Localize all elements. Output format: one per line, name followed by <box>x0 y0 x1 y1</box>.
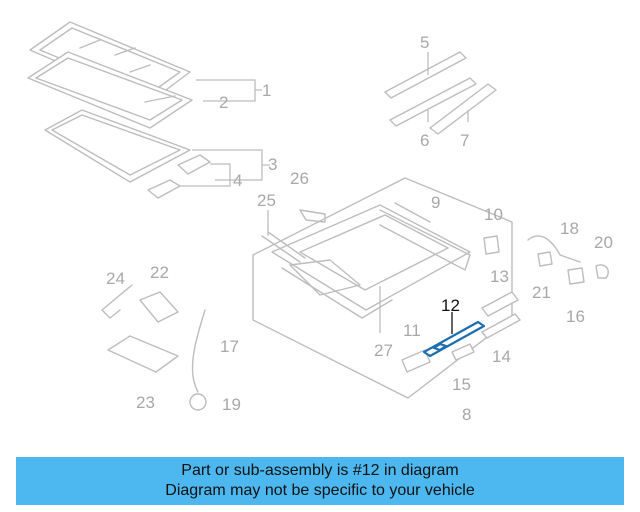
callout-27: 27 <box>374 341 393 360</box>
callout-5: 5 <box>420 33 429 52</box>
callout-17: 17 <box>220 337 239 356</box>
callout-7: 7 <box>460 131 469 150</box>
callout-14: 14 <box>492 347 511 366</box>
callout-16: 16 <box>566 307 585 326</box>
callout-4: 4 <box>233 171 242 190</box>
callout-21: 21 <box>532 283 551 302</box>
callout-20: 20 <box>594 233 613 252</box>
callout-12: 12 <box>441 296 460 315</box>
callout-18: 18 <box>560 219 579 238</box>
part-12-highlighted <box>422 312 486 358</box>
banner-line-1: Part or sub-assembly is #12 in diagram <box>181 462 459 479</box>
callout-labels: 1 2 3 4 5 6 7 8 9 10 11 12 13 14 15 16 1… <box>106 33 613 424</box>
callout-23: 23 <box>136 393 155 412</box>
callout-2: 2 <box>219 93 228 112</box>
callout-15: 15 <box>452 375 471 394</box>
callout-22: 22 <box>150 263 169 282</box>
callout-6: 6 <box>420 131 429 150</box>
info-banner: Part or sub-assembly is #12 in diagram D… <box>16 457 624 505</box>
callout-24: 24 <box>106 269 125 288</box>
callout-19: 19 <box>222 395 241 414</box>
callout-11: 11 <box>403 321 421 340</box>
side-rails <box>384 51 497 135</box>
left-parts <box>101 209 381 411</box>
weatherstrip <box>44 109 191 183</box>
callout-8: 8 <box>462 405 471 424</box>
callout-1: 1 <box>262 81 271 100</box>
sunroof-housing <box>252 177 513 399</box>
callout-13: 13 <box>490 267 509 286</box>
small-parts-right <box>401 235 609 373</box>
callout-26: 26 <box>290 169 309 188</box>
callout-25: 25 <box>257 191 276 210</box>
callout-10: 10 <box>484 205 503 224</box>
parts-diagram: 1 2 3 4 5 6 7 8 9 10 11 12 13 14 15 16 1… <box>27 21 613 424</box>
callout-3: 3 <box>268 155 277 174</box>
glass-frame <box>27 51 193 129</box>
callout-9: 9 <box>431 193 440 212</box>
leaders-1-4 <box>180 79 270 187</box>
banner-line-2: Diagram may not be specific to your vehi… <box>165 482 475 499</box>
